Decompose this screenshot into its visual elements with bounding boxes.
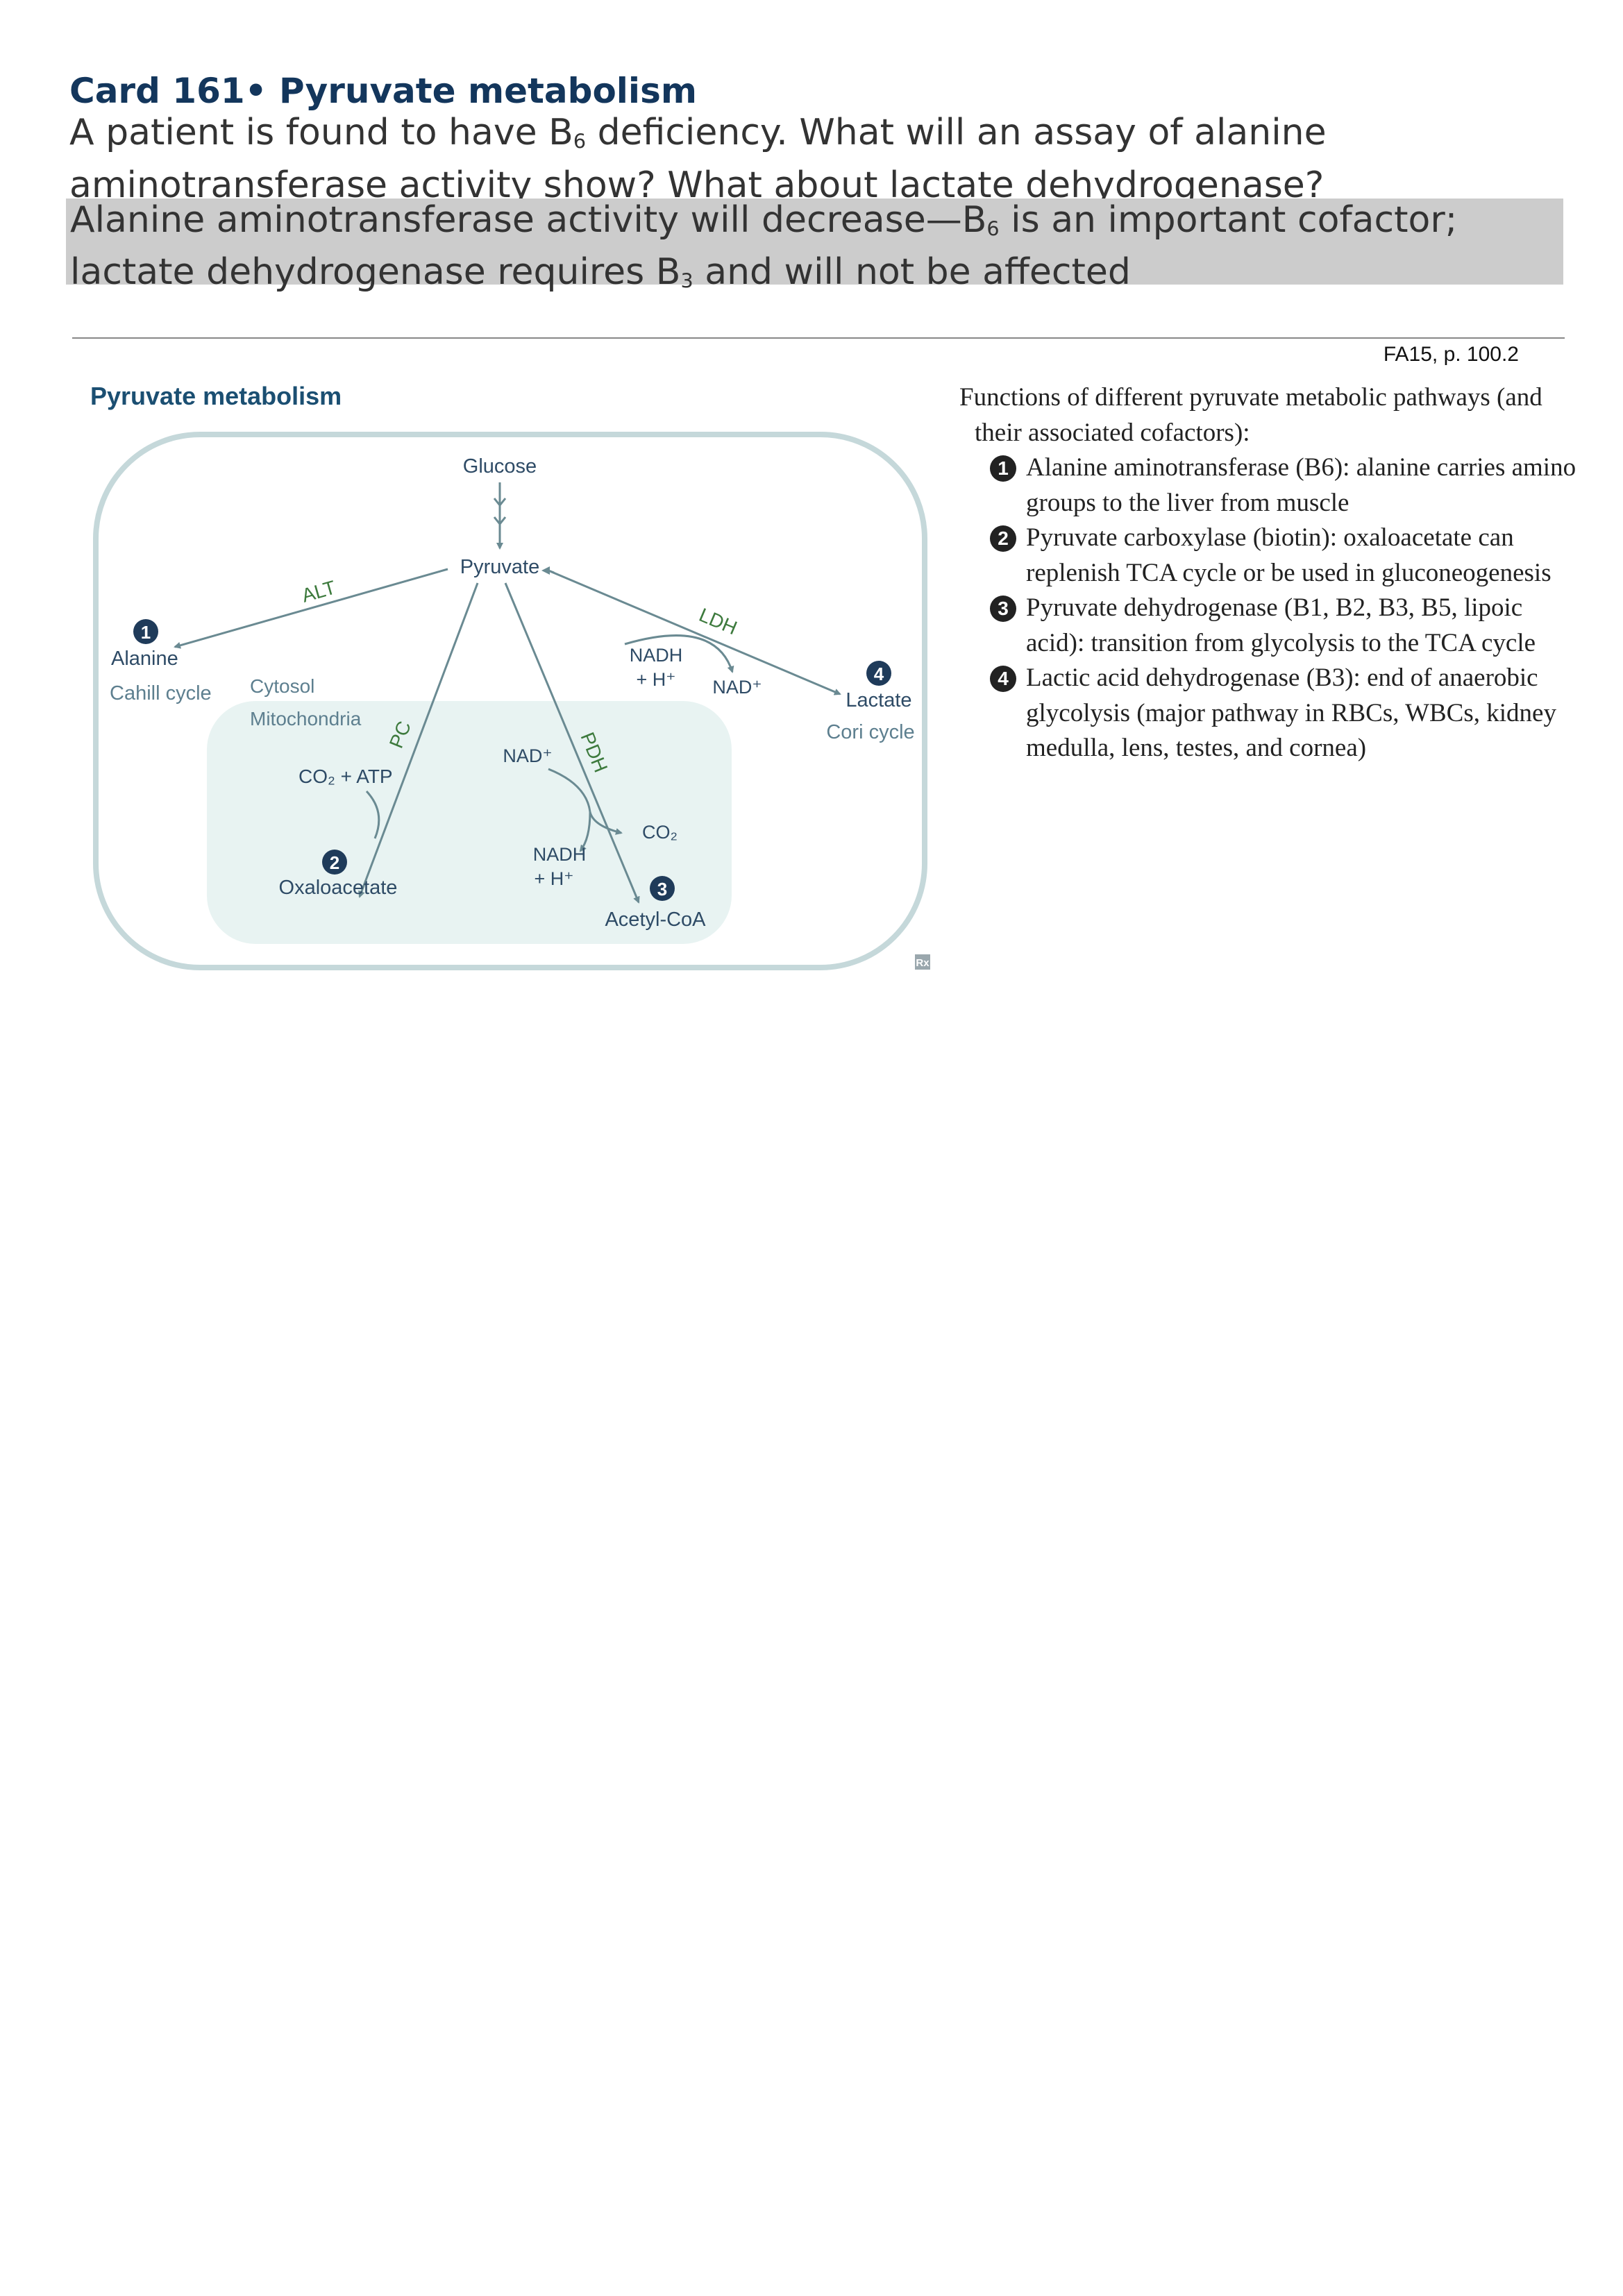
svg-text:Rx: Rx <box>916 957 930 969</box>
number-2-icon <box>322 850 347 875</box>
alt-arrow <box>174 568 448 649</box>
number-3-icon <box>650 876 675 901</box>
lactate-label: Lactate <box>846 689 911 711</box>
number-4-badge: 4 <box>990 666 1016 692</box>
pdh-h-label: + H⁺ <box>534 868 573 889</box>
cytosol-label: Cytosol <box>250 675 314 697</box>
cell-frame <box>93 432 927 970</box>
ldh-nad-label: NAD⁺ <box>712 677 762 698</box>
pc-arrow <box>358 582 479 898</box>
co2-atp-label: CO₂ + ATP <box>298 766 393 787</box>
functions-list: Functions of different pyruvate metaboli… <box>959 380 1584 766</box>
pdh-nad-label: NAD⁺ <box>503 745 552 766</box>
svg-text:4: 4 <box>874 664 884 684</box>
acetyl-coa-label: Acetyl-CoA <box>605 909 706 931</box>
pdh-arrow <box>504 582 640 904</box>
number-4-icon <box>866 661 891 686</box>
mitochondria-region <box>207 701 732 944</box>
cori-cycle-label: Cori cycle <box>826 721 914 743</box>
cahill-cycle-label: Cahill cycle <box>110 682 212 704</box>
ldh-label: LDH <box>696 604 741 639</box>
number-1-badge: 1 <box>990 455 1016 482</box>
ldh-h-label: + H⁺ <box>636 669 675 690</box>
pdh-nadh-arrow <box>579 811 591 852</box>
answer-block: Alanine aminotransferase activity will d… <box>66 199 1563 293</box>
pyruvate-label: Pyruvate <box>460 556 539 578</box>
oxaloacetate-label: Oxaloacetate <box>279 877 398 899</box>
number-2-badge: 2 <box>990 525 1016 552</box>
ldh-arrow <box>548 569 841 695</box>
pdh-nadh-label: NADH <box>533 844 587 865</box>
number-1-icon <box>133 619 158 644</box>
number-3-badge: 3 <box>990 596 1016 622</box>
svg-text:1: 1 <box>141 622 151 643</box>
rx-icon <box>915 954 930 970</box>
figure-title: Pyruvate metabolism <box>90 382 342 410</box>
ldh-cofactor-arrow <box>624 634 734 673</box>
functions-intro: Functions of different pyruvate metaboli… <box>959 383 1542 447</box>
alanine-label: Alanine <box>111 648 178 670</box>
pyruvate-diagram: Glucose Pyruvate ALT 1 Alanine Cahill cy… <box>93 432 930 970</box>
pdh-co2-label: CO₂ <box>642 822 678 843</box>
pc-cofactor-arrow <box>365 790 380 839</box>
source-reference: FA15, p. 100.2 <box>1383 343 1519 366</box>
divider <box>72 337 1565 339</box>
ldh-nadh-label: NADH <box>630 645 683 666</box>
svg-text:3: 3 <box>657 879 667 900</box>
pdh-co2-arrow <box>548 768 623 835</box>
glucose-label: Glucose <box>463 455 537 478</box>
svg-text:2: 2 <box>330 852 339 873</box>
card-title: Card 161• Pyruvate metabolism <box>69 71 697 111</box>
mitochondria-label: Mitochondria <box>250 708 362 729</box>
